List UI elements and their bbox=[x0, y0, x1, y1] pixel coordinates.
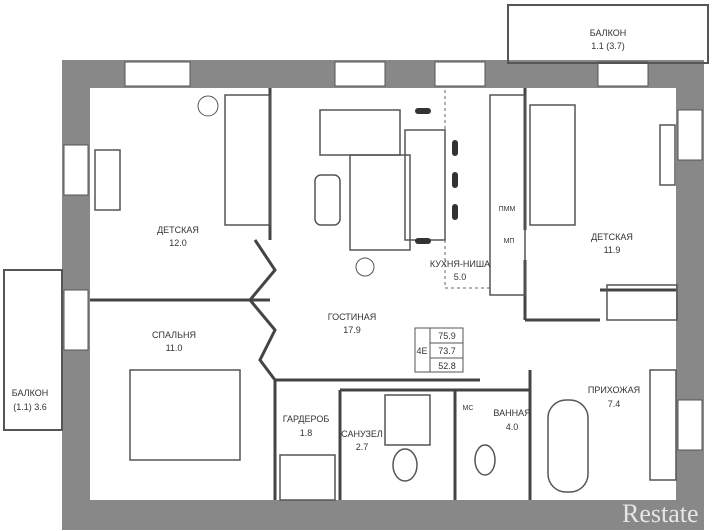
rooms-code: 4Е bbox=[416, 346, 427, 356]
room-area: 2.7 bbox=[356, 442, 369, 452]
furniture bbox=[94, 94, 678, 501]
watermark: Restate bbox=[622, 499, 699, 528]
room-name: ПРИХОЖАЯ bbox=[588, 385, 640, 395]
room-area: 17.9 bbox=[343, 325, 361, 335]
room-area: 1.8 bbox=[300, 428, 313, 438]
balcony-top-shape bbox=[507, 4, 709, 64]
washer-label: МС bbox=[463, 405, 474, 412]
room-area: (1.1) 3.6 bbox=[13, 402, 47, 412]
room-labels: БАЛКОН 1.1 (3.7) ДЕТСКАЯ 12.0 ДЕТСКАЯ 11… bbox=[12, 28, 640, 452]
living-area: 52.8 bbox=[438, 361, 456, 371]
room-name: ДЕТСКАЯ bbox=[591, 232, 633, 242]
chandelier-icon bbox=[355, 257, 375, 277]
room-name: БАЛКОН bbox=[12, 388, 48, 398]
total-area: 75.9 bbox=[438, 331, 456, 341]
room-area: 7.4 bbox=[608, 399, 621, 409]
room-name: ГОСТИНАЯ bbox=[328, 312, 377, 322]
room-area: 11.9 bbox=[604, 245, 621, 255]
room-name: САНУЗЕЛ bbox=[341, 429, 383, 439]
room-area: 12.0 bbox=[169, 238, 187, 248]
room-name: БАЛКОН bbox=[590, 28, 626, 38]
room-area: 1.1 (3.7) bbox=[591, 41, 625, 51]
room-area: 11.0 bbox=[166, 343, 183, 353]
room-area: 4.0 bbox=[506, 422, 519, 432]
floor bbox=[90, 88, 676, 500]
room-name: ВАННАЯ bbox=[493, 408, 530, 418]
room-area: 5.0 bbox=[454, 272, 467, 282]
dishwasher-label: ПММ bbox=[499, 206, 516, 213]
room-name: СПАЛЬНЯ bbox=[152, 330, 196, 340]
balcony-left-shape bbox=[3, 269, 63, 431]
fixture-labels: МП ПММ МС bbox=[463, 206, 516, 412]
room-name: ГАРДЕРОБ bbox=[283, 414, 330, 424]
microwave-label: МП bbox=[504, 238, 515, 245]
room-name: ДЕТСКАЯ bbox=[157, 225, 199, 235]
lamp-icon bbox=[197, 95, 219, 117]
total-living-area: 73.7 bbox=[438, 346, 456, 356]
windows bbox=[63, 61, 703, 451]
room-name: КУХНЯ-НИША bbox=[430, 259, 490, 269]
area-summary: 4Е 75.9 73.7 52.8 bbox=[414, 327, 464, 373]
dining-chairs bbox=[415, 108, 458, 244]
